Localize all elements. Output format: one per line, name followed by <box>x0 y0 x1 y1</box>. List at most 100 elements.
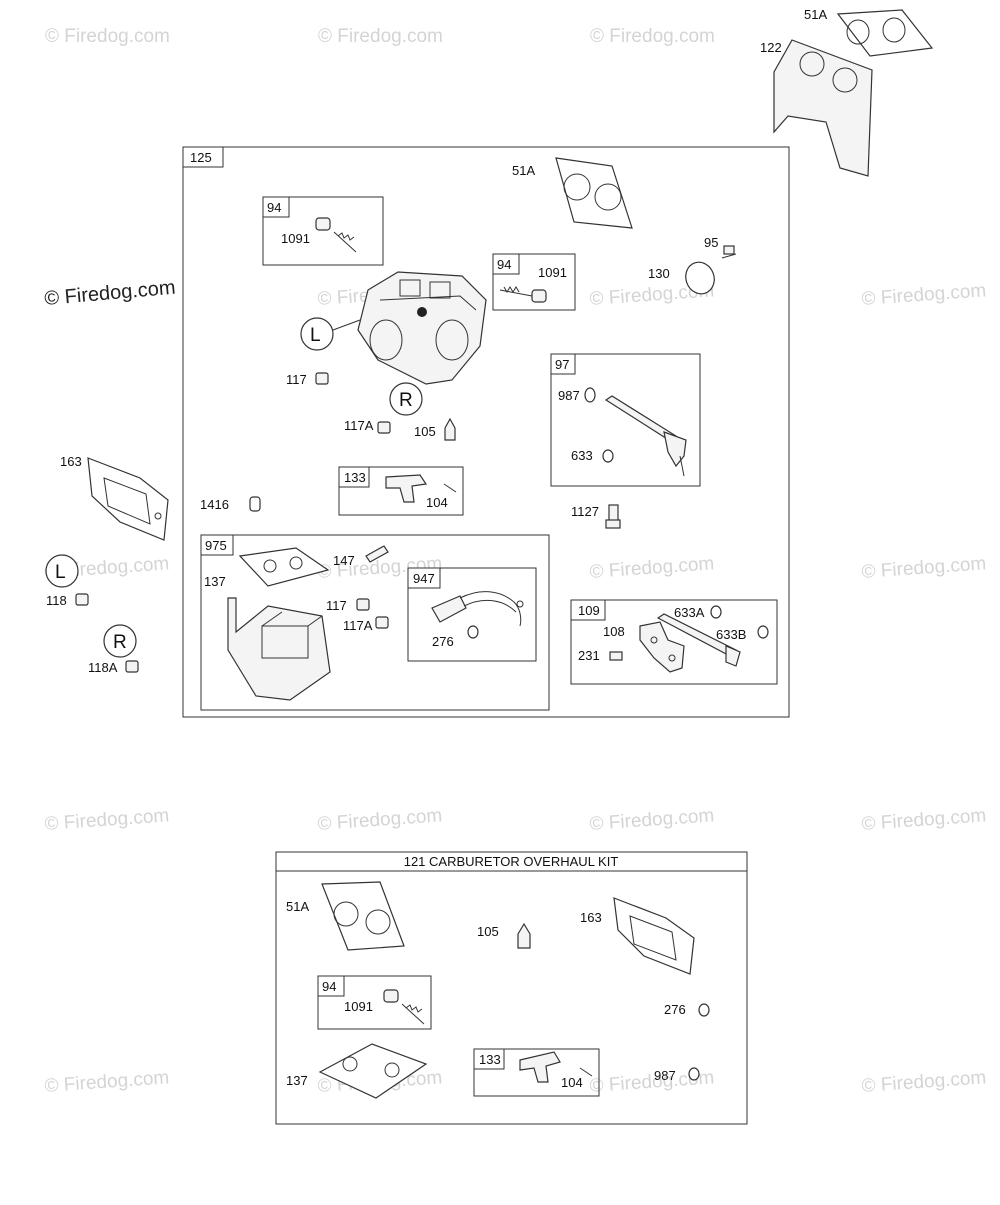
part-163-gasket[interactable] <box>87 457 169 541</box>
kit-part-105-needle[interactable] <box>517 922 531 949</box>
kit-part-276-o-ring[interactable] <box>698 1003 710 1017</box>
label-987: 987 <box>558 388 580 403</box>
kit-part-133-float[interactable] <box>519 1051 561 1083</box>
part-1091-mixture-screw[interactable] <box>315 217 357 253</box>
group-97-frame <box>550 353 701 487</box>
label-118a: 118A <box>88 660 118 675</box>
part-throttle-shaft[interactable] <box>604 395 687 477</box>
part-51a-top[interactable] <box>836 9 934 57</box>
part-104-pin[interactable] <box>443 483 457 493</box>
kit-group-94-tag <box>317 975 345 997</box>
watermark: © Firedog.com <box>45 26 170 47</box>
label-987: 987 <box>654 1068 676 1083</box>
part-118-jet[interactable] <box>75 593 89 606</box>
part-95-screw[interactable] <box>721 245 737 259</box>
part-633b-seal[interactable] <box>757 625 769 639</box>
part-130-throttle-plate[interactable] <box>681 258 718 298</box>
part-633-seal[interactable] <box>602 449 614 463</box>
part-carburetor-body[interactable] <box>357 271 487 385</box>
watermark-dark: © Firedog.com <box>44 277 177 310</box>
watermark: © Firedog.com <box>589 553 715 583</box>
watermarks: © Firedog.com © Firedog.com © Firedog.co… <box>44 26 987 1097</box>
part-1127-screw[interactable] <box>605 504 621 529</box>
label-137: 137 <box>286 1073 308 1088</box>
label-947: 947 <box>413 571 435 586</box>
part-947-solenoid[interactable] <box>431 591 524 627</box>
watermark: © Firedog.com <box>44 805 170 835</box>
part-117-jet[interactable] <box>356 598 370 611</box>
label-133: 133 <box>479 1052 501 1067</box>
label-163: 163 <box>60 454 82 469</box>
watermark: © Firedog.com <box>861 805 987 835</box>
group-125-frame <box>182 146 790 718</box>
part-137-bowl-gasket[interactable] <box>238 547 330 587</box>
part-51a-main[interactable] <box>555 157 633 229</box>
part-147-screw[interactable] <box>365 545 389 563</box>
group-125-tag <box>182 146 224 168</box>
part-108-choke-plate[interactable] <box>639 621 685 673</box>
part-122-heat-shield[interactable] <box>773 39 873 177</box>
kit-part-163-gasket[interactable] <box>613 897 695 975</box>
part-276-o-ring[interactable] <box>467 625 479 639</box>
watermark: © Firedog.com <box>861 553 987 583</box>
kit-title: 121 CARBURETOR OVERHAUL KIT <box>404 854 619 869</box>
part-117a-jet[interactable] <box>377 421 391 434</box>
side-l-label: L <box>310 325 321 346</box>
group-947-tag <box>407 567 441 589</box>
label-133: 133 <box>344 470 366 485</box>
part-633a-seal[interactable] <box>710 605 722 619</box>
part-118a-jet[interactable] <box>125 660 139 673</box>
label-51a: 51A <box>286 899 309 914</box>
label-51a: 51A <box>512 163 535 178</box>
label-108: 108 <box>603 624 625 639</box>
group-94-frame <box>262 196 384 266</box>
group-109-frame <box>570 599 778 685</box>
label-137: 137 <box>204 574 226 589</box>
label-94: 94 <box>267 200 281 215</box>
kit-121-frame <box>275 851 748 1125</box>
group-133-frame <box>338 466 464 516</box>
kit-part-137-bowl-gasket[interactable] <box>318 1043 428 1099</box>
kit-part-987-seal[interactable] <box>688 1067 700 1081</box>
side-r-label: R <box>399 390 413 411</box>
part-float-bowl[interactable] <box>227 597 331 701</box>
watermark: © Firedog.com <box>589 805 715 835</box>
label-94: 94 <box>497 257 511 272</box>
label-117a: 117A <box>343 618 373 633</box>
part-133-float[interactable] <box>385 474 428 503</box>
label-633b: 633B <box>716 627 746 642</box>
kit-part-104-pin[interactable] <box>579 1067 593 1077</box>
side-l-marker <box>300 317 334 351</box>
part-231-screw[interactable] <box>609 651 623 661</box>
group-975-tag <box>200 534 234 556</box>
label-633: 633 <box>571 448 593 463</box>
group-125-label: 125 <box>190 150 212 165</box>
part-1091-mixture-screw[interactable] <box>499 286 547 303</box>
label-276: 276 <box>432 634 454 649</box>
group-133-tag <box>338 466 370 488</box>
kit-part-51a[interactable] <box>321 881 405 951</box>
group-109-tag <box>570 599 606 621</box>
part-117a-jet[interactable] <box>375 616 389 629</box>
part-987-seal[interactable] <box>584 387 596 403</box>
label-109: 109 <box>578 603 600 618</box>
label-95: 95 <box>704 235 718 250</box>
label-1091: 1091 <box>538 265 567 280</box>
label-147: 147 <box>333 553 355 568</box>
part-117-jet[interactable] <box>315 372 329 385</box>
side-r-label: R <box>113 632 127 653</box>
kit-part-1091-mixture-screw[interactable] <box>383 989 425 1025</box>
part-105-needle[interactable] <box>444 417 456 441</box>
group-94-tag <box>262 196 290 218</box>
side-l-label: L <box>55 562 66 583</box>
label-1091: 1091 <box>281 231 310 246</box>
part-1416-plug[interactable] <box>249 496 261 512</box>
label-1127: 1127 <box>571 504 599 519</box>
side-l-marker <box>45 554 79 588</box>
label-1091: 1091 <box>344 999 373 1014</box>
label-51a: 51A <box>804 7 827 22</box>
part-choke-shaft[interactable] <box>656 613 741 667</box>
label-117a: 117A <box>344 418 374 433</box>
